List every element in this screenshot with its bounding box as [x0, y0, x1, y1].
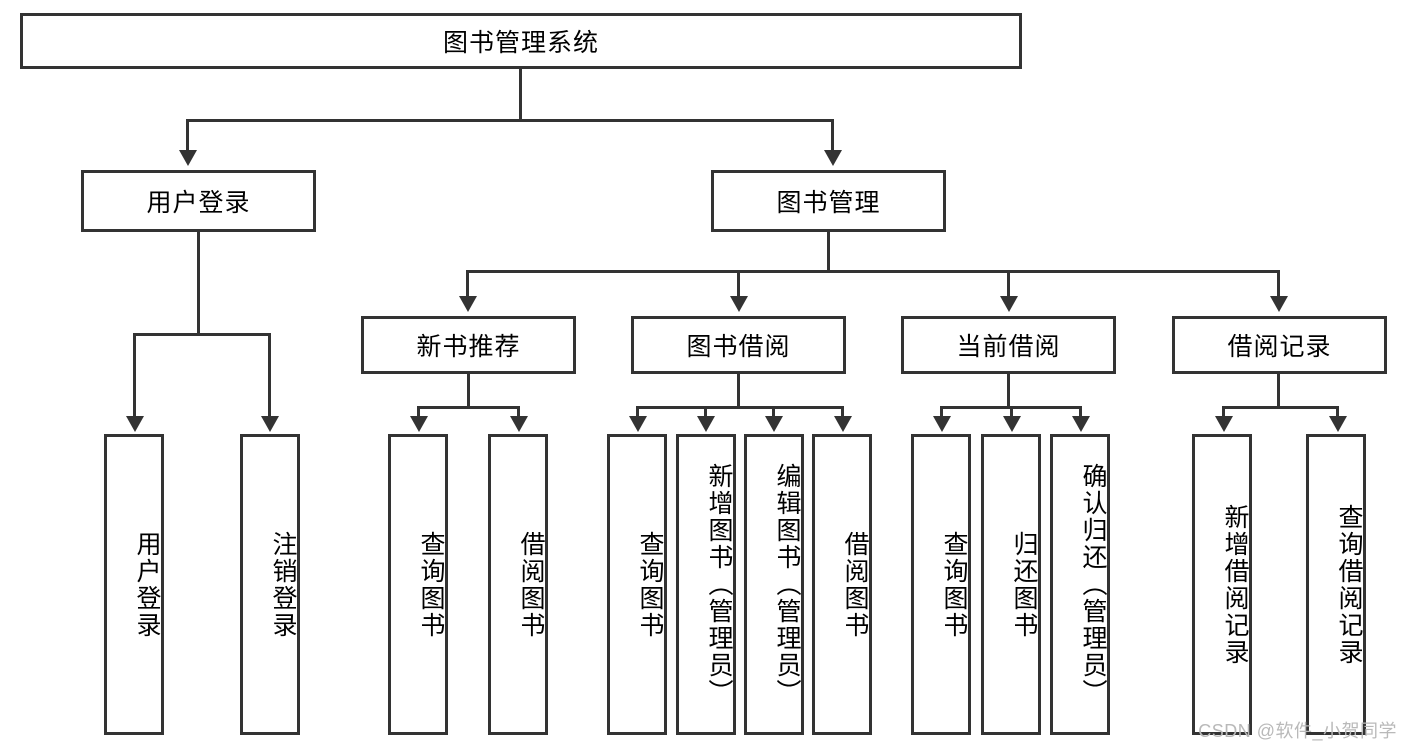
connector-drop-leaf-user-login: [133, 333, 136, 418]
connector-book-borrow-trunk: [737, 374, 740, 408]
arrowhead-new-book: [459, 296, 477, 312]
node-borrow-record[interactable]: 借阅记录: [1172, 316, 1387, 374]
connector-borrow-record-bus: [1222, 406, 1339, 409]
arrowhead-book-manage: [824, 150, 842, 166]
node-label: 查询借阅记录: [1335, 503, 1363, 666]
node-label: 借阅图书: [517, 530, 545, 639]
node-label: 借阅图书: [841, 530, 869, 639]
leaf-nb-borrow-book[interactable]: 借阅图书: [488, 434, 548, 735]
leaf-bb-add-book[interactable]: 新增图书（管理员）: [676, 434, 736, 735]
node-label: 查询图书: [417, 530, 445, 639]
node-label: 图书管理系统: [442, 29, 599, 57]
connector-new-book-trunk: [467, 374, 470, 408]
arrowhead-nb-query: [410, 416, 428, 432]
arrowhead-bb-edit: [765, 416, 783, 432]
arrowhead-cb-query: [933, 416, 951, 432]
node-label: 查询图书: [940, 530, 968, 639]
arrowhead-cb-return: [1003, 416, 1021, 432]
connector-drop-borrow-record: [1277, 270, 1280, 298]
leaf-nb-query-book[interactable]: 查询图书: [388, 434, 448, 735]
leaf-logout[interactable]: 注销登录: [240, 434, 300, 735]
arrowhead-br-query: [1329, 416, 1347, 432]
arrowhead-bb-borrow: [834, 416, 852, 432]
connector-drop-book-borrow: [737, 270, 740, 298]
arrowhead-leaf-user-login: [126, 416, 144, 432]
node-label: 当前借阅: [956, 333, 1061, 361]
leaf-cb-return-book[interactable]: 归还图书: [981, 434, 1041, 735]
leaf-bb-edit-book[interactable]: 编辑图书（管理员）: [744, 434, 804, 735]
connector-drop-user-login: [186, 119, 189, 152]
node-label: 借阅记录: [1227, 333, 1332, 361]
connector-drop-nb-borrow: [517, 406, 520, 418]
node-label: 新增借阅记录: [1221, 503, 1249, 666]
node-label: 注销登录: [269, 530, 297, 639]
arrowhead-bb-query: [629, 416, 647, 432]
arrowhead-current-borrow: [1000, 296, 1018, 312]
node-label: 新书推荐: [416, 333, 521, 361]
leaf-br-add-record[interactable]: 新增借阅记录: [1192, 434, 1252, 735]
node-label: 图书管理: [776, 189, 881, 217]
connector-drop-br-add: [1222, 406, 1225, 418]
connector-drop-cb-confirm: [1079, 406, 1082, 418]
node-root-system[interactable]: 图书管理系统: [20, 13, 1022, 69]
connector-drop-bb-edit: [772, 406, 775, 418]
node-label: 归还图书: [1010, 530, 1038, 639]
leaf-bb-query-book[interactable]: 查询图书: [607, 434, 667, 735]
arrowhead-book-borrow: [730, 296, 748, 312]
node-label: 用户登录: [146, 189, 251, 217]
leaf-user-login[interactable]: 用户登录: [104, 434, 164, 735]
leaf-br-query-record[interactable]: 查询借阅记录: [1306, 434, 1366, 735]
arrowhead-borrow-record: [1270, 296, 1288, 312]
node-label: 用户登录: [133, 530, 161, 639]
leaf-cb-query-book[interactable]: 查询图书: [911, 434, 971, 735]
connector-level3-bus: [466, 270, 1280, 273]
connector-user-login-trunk: [197, 232, 200, 335]
arrowhead-nb-borrow: [510, 416, 528, 432]
connector-book-borrow-bus: [636, 406, 844, 409]
connector-drop-bb-query: [636, 406, 639, 418]
connector-drop-book-manage: [831, 119, 834, 152]
connector-drop-cb-query: [940, 406, 943, 418]
connector-drop-bb-add: [704, 406, 707, 418]
connector-drop-nb-query: [417, 406, 420, 418]
arrowhead-leaf-logout: [261, 416, 279, 432]
node-label: 图书借阅: [686, 333, 791, 361]
leaf-bb-borrow-book[interactable]: 借阅图书: [812, 434, 872, 735]
node-current-borrow[interactable]: 当前借阅: [901, 316, 1116, 374]
connector-level2-bus: [186, 119, 834, 122]
connector-drop-current-borrow: [1007, 270, 1010, 298]
node-label: 确认归还（管理员）: [1079, 463, 1107, 706]
node-label: 编辑图书（管理员）: [773, 463, 801, 706]
connector-drop-leaf-logout: [268, 333, 271, 418]
arrowhead-br-add: [1215, 416, 1233, 432]
connector-current-borrow-trunk: [1007, 374, 1010, 408]
node-user-login[interactable]: 用户登录: [81, 170, 316, 232]
connector-drop-br-query: [1336, 406, 1339, 418]
connector-drop-cb-return: [1010, 406, 1013, 418]
arrowhead-user-login: [179, 150, 197, 166]
connector-drop-new-book: [466, 270, 469, 298]
connector-new-book-bus: [417, 406, 520, 409]
connector-book-manage-trunk: [827, 232, 830, 272]
connector-user-login-bus: [133, 333, 271, 336]
arrowhead-bb-add: [697, 416, 715, 432]
leaf-cb-confirm-return[interactable]: 确认归还（管理员）: [1050, 434, 1110, 735]
node-label: 新增图书（管理员）: [705, 463, 733, 706]
connector-root-trunk: [519, 69, 522, 121]
node-label: 查询图书: [636, 530, 664, 639]
node-book-borrow[interactable]: 图书借阅: [631, 316, 846, 374]
arrowhead-cb-confirm: [1072, 416, 1090, 432]
connector-borrow-record-trunk: [1277, 374, 1280, 408]
node-new-book-recommend[interactable]: 新书推荐: [361, 316, 576, 374]
connector-drop-bb-borrow: [841, 406, 844, 418]
node-book-management[interactable]: 图书管理: [711, 170, 946, 232]
